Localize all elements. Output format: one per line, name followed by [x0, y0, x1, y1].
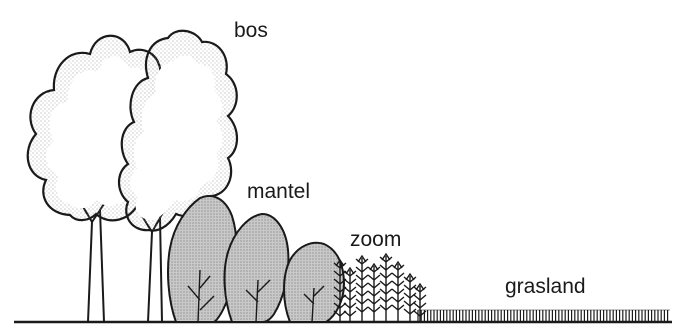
mantle-shrubs: [168, 196, 344, 322]
label-forest: bos: [234, 20, 268, 41]
label-grassland: grasland: [505, 276, 586, 297]
fringe-herbs: [334, 254, 426, 322]
label-mantle: mantel: [247, 181, 310, 202]
grassland-hatching: [418, 310, 670, 322]
shrub-3: [284, 243, 344, 322]
label-fringe: zoom: [350, 229, 401, 250]
